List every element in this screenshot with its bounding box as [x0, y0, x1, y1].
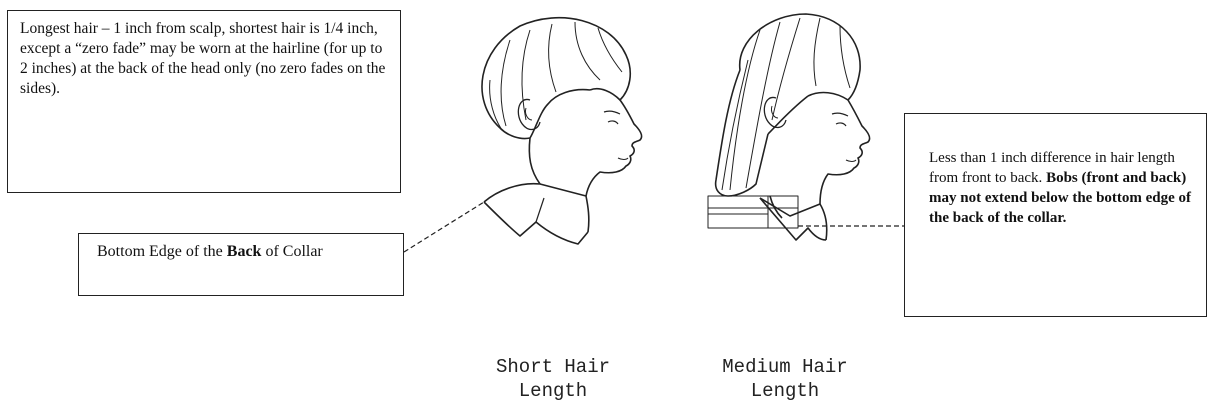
- short-hair-caption: Short Hair Length: [458, 355, 648, 403]
- medium-hair-note-text: Less than 1 inch difference in hair leng…: [929, 148, 1196, 228]
- collar-label-emphasis: Back: [227, 243, 262, 260]
- medium-hair-caption: Medium Hair Length: [680, 355, 890, 403]
- short-hair-caption-line2: Length: [458, 379, 648, 403]
- collar-label-box: Bottom Edge of the Back of Collar: [78, 233, 404, 296]
- medium-hair-caption-line2: Length: [680, 379, 890, 403]
- collar-label-before: Bottom Edge of the: [97, 243, 227, 260]
- short-hair-note-text: Longest hair – 1 inch from scalp, shorte…: [20, 19, 390, 99]
- short-hair-note-box: Longest hair – 1 inch from scalp, shorte…: [7, 10, 401, 193]
- collar-label-after: of Collar: [261, 243, 322, 260]
- short-hair-caption-line1: Short Hair: [458, 355, 648, 379]
- short-hair-head-figure: [482, 18, 642, 244]
- collar-leader-line: [404, 202, 484, 252]
- medium-hair-caption-line1: Medium Hair: [680, 355, 890, 379]
- collar-label-text: Bottom Edge of the Back of Collar: [97, 242, 387, 262]
- medium-hair-note-box: Less than 1 inch difference in hair leng…: [904, 113, 1207, 317]
- medium-hair-head-figure: [708, 14, 870, 240]
